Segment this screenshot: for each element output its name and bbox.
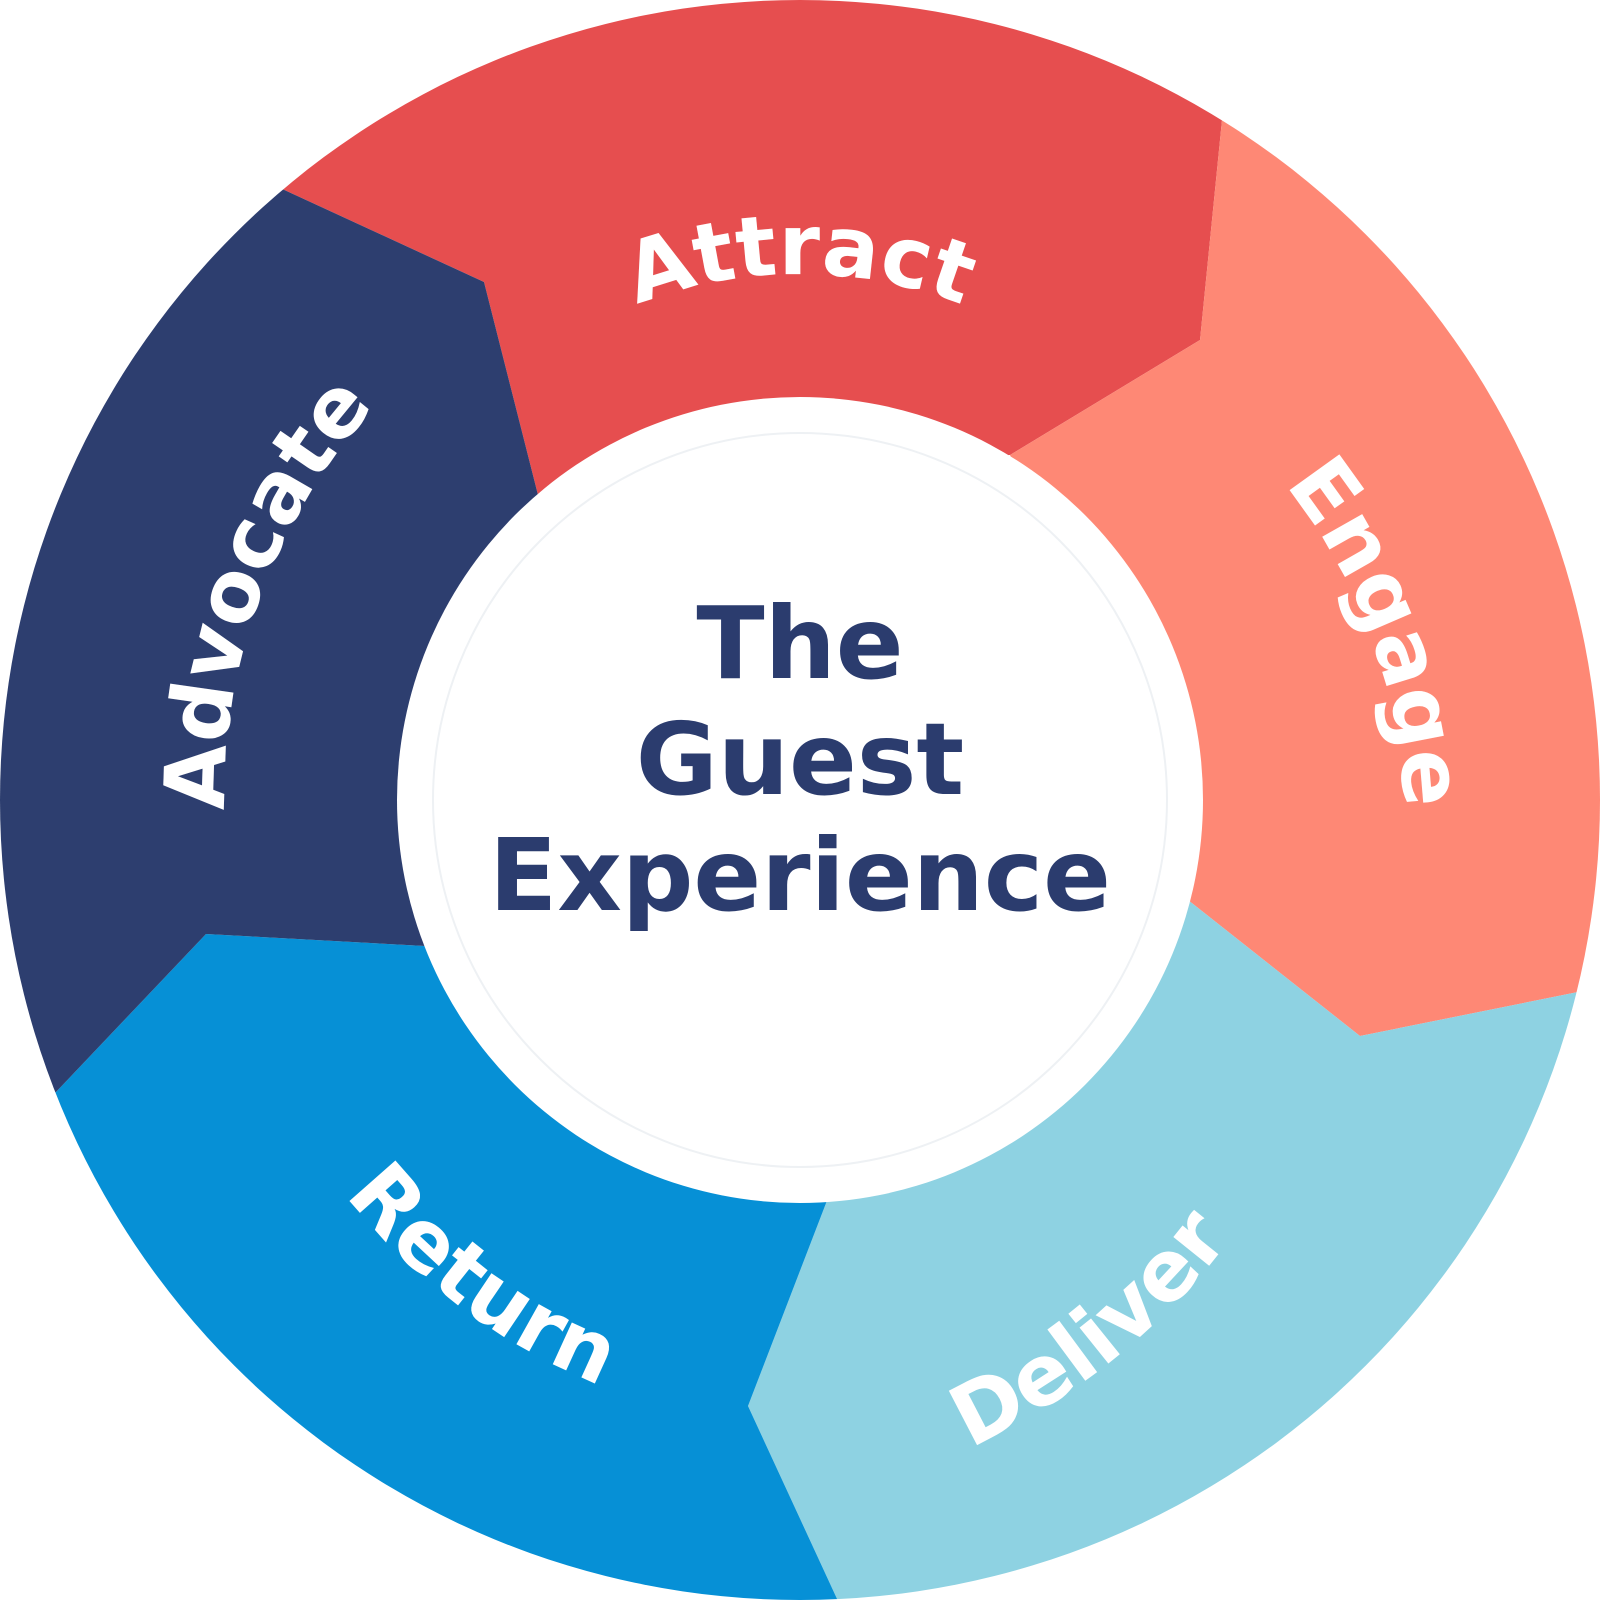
center-title-line-1: The [696, 585, 904, 702]
segment-attract[interactable] [280, 0, 1222, 495]
center-hub-outline [432, 432, 1168, 1168]
center-title-line-3: Experience [489, 817, 1111, 934]
center-title: The Guest Experience [430, 560, 1170, 960]
center-title-line-2: Guest [635, 701, 965, 818]
center-hub [397, 397, 1203, 1203]
